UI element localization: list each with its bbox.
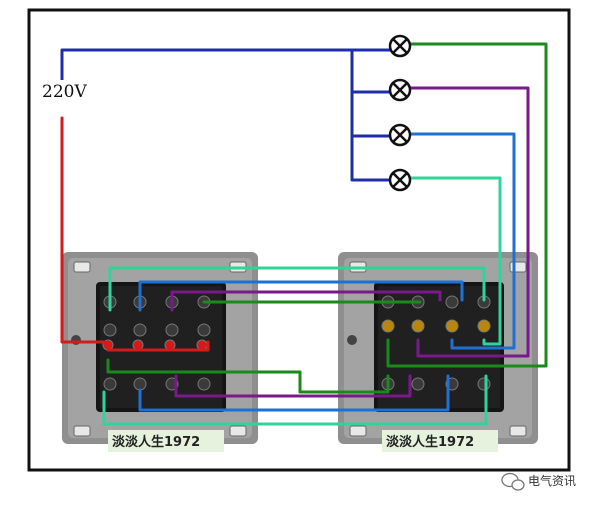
supply-label: 220V — [42, 82, 87, 102]
watermark: 电气资讯 — [501, 472, 576, 491]
traveller-purple-mid — [174, 374, 412, 398]
traveller-blue-bottom — [138, 374, 450, 412]
left-switch-caption: 淡淡人生1972 — [112, 434, 200, 450]
wechat-icon — [501, 472, 525, 491]
right-switch-caption: 淡淡人生1972 — [386, 434, 474, 450]
watermark-text: 电气资讯 — [528, 473, 576, 488]
lamp-2-wire — [408, 86, 530, 358]
diagram-frame — [27, 8, 571, 472]
lamp-1-wire — [386, 42, 548, 368]
traveller-purple-top — [170, 290, 442, 312]
traveller-teal-bottom — [102, 374, 488, 426]
lamp-4-wire — [408, 176, 502, 346]
supply-label-bg — [40, 80, 94, 104]
lamp-3-wire — [408, 132, 516, 350]
right-caption-bg — [382, 430, 498, 452]
lamp-2 — [388, 78, 412, 102]
lamp-3 — [388, 123, 412, 147]
live-wire — [60, 116, 210, 352]
left-caption-bg — [108, 430, 224, 452]
lamp-1 — [388, 34, 412, 58]
traveller-blue-top — [138, 280, 464, 312]
lamp-4 — [388, 168, 412, 192]
traveller-green-mid — [106, 358, 390, 394]
traveller-teal-top — [108, 266, 486, 312]
neutral-wire — [60, 48, 392, 182]
